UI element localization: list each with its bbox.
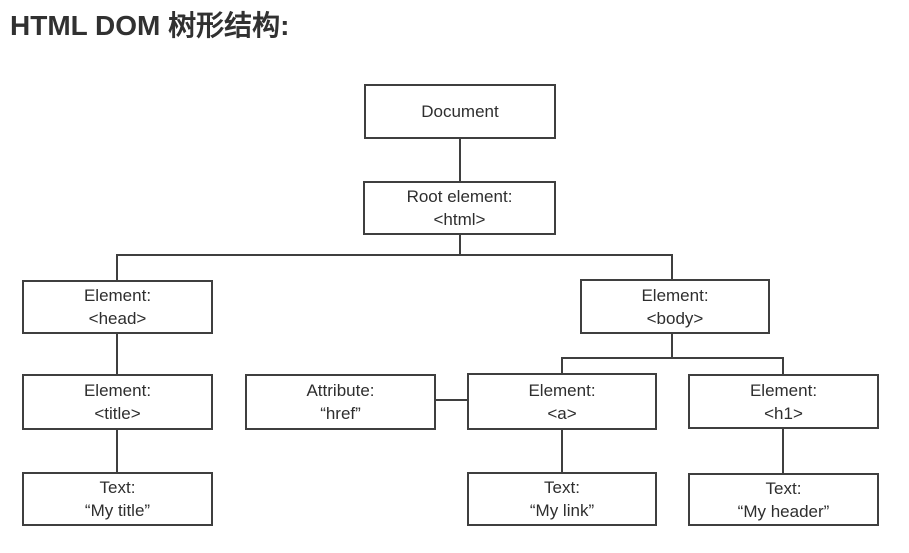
- node-line2: “My header”: [737, 501, 830, 521]
- node-line1: Text:: [544, 478, 580, 497]
- node-line1: Text:: [99, 478, 136, 497]
- node-line1: Element:: [749, 380, 818, 400]
- node-line2: <head>: [88, 309, 147, 328]
- node-title: Element: <title>: [22, 374, 213, 430]
- node-line1: Element:: [528, 380, 596, 400]
- connector-attribute-a: [436, 399, 467, 401]
- node-line2: “href”: [320, 404, 361, 423]
- node-line1: Text:: [765, 478, 802, 498]
- node-attribute-href: Attribute: “href”: [245, 374, 436, 430]
- node-line2: <a>: [547, 403, 577, 423]
- node-line1: Element:: [83, 381, 152, 400]
- node-line2: <h1>: [764, 403, 803, 423]
- node-document: Document: [364, 84, 556, 139]
- node-a: Element: <a>: [467, 373, 657, 430]
- node-line2: <body>: [646, 308, 704, 328]
- node-line2: <html>: [433, 210, 486, 229]
- node-head: Element: <head>: [22, 280, 213, 334]
- page-title: HTML DOM 树形结构:: [10, 10, 290, 41]
- node-root-element: Root element: <html>: [363, 181, 556, 235]
- node-line1: Root element:: [406, 187, 513, 206]
- connector-drop-a: [561, 357, 563, 373]
- connector-head-title: [116, 334, 118, 374]
- connector-drop-h1: [782, 357, 784, 374]
- node-line1: Document: [421, 102, 499, 121]
- connector-body-stem: [671, 334, 673, 359]
- node-line2: <title>: [94, 404, 141, 423]
- connector-body-horizontal: [561, 357, 784, 359]
- node-body: Element: <body>: [580, 279, 770, 334]
- node-text-my-header: Text: “My header”: [688, 473, 879, 526]
- connector-title-text: [116, 430, 118, 472]
- node-line1: Element:: [83, 286, 152, 305]
- connector-root-stem: [459, 235, 461, 256]
- node-line1: Element:: [641, 285, 709, 305]
- node-text-my-title: Text: “My title”: [22, 472, 213, 526]
- node-line2: “My link”: [529, 501, 595, 520]
- connector-document-root: [459, 139, 461, 181]
- node-line1: Attribute:: [306, 381, 375, 400]
- connector-drop-body: [671, 254, 673, 279]
- node-line2: “My title”: [84, 501, 151, 520]
- connector-main-horizontal: [116, 254, 673, 256]
- connector-drop-head: [116, 254, 118, 280]
- node-h1: Element: <h1>: [688, 374, 879, 429]
- connector-a-text: [561, 430, 563, 472]
- connector-h1-text: [782, 429, 784, 473]
- node-text-my-link: Text: “My link”: [467, 472, 657, 526]
